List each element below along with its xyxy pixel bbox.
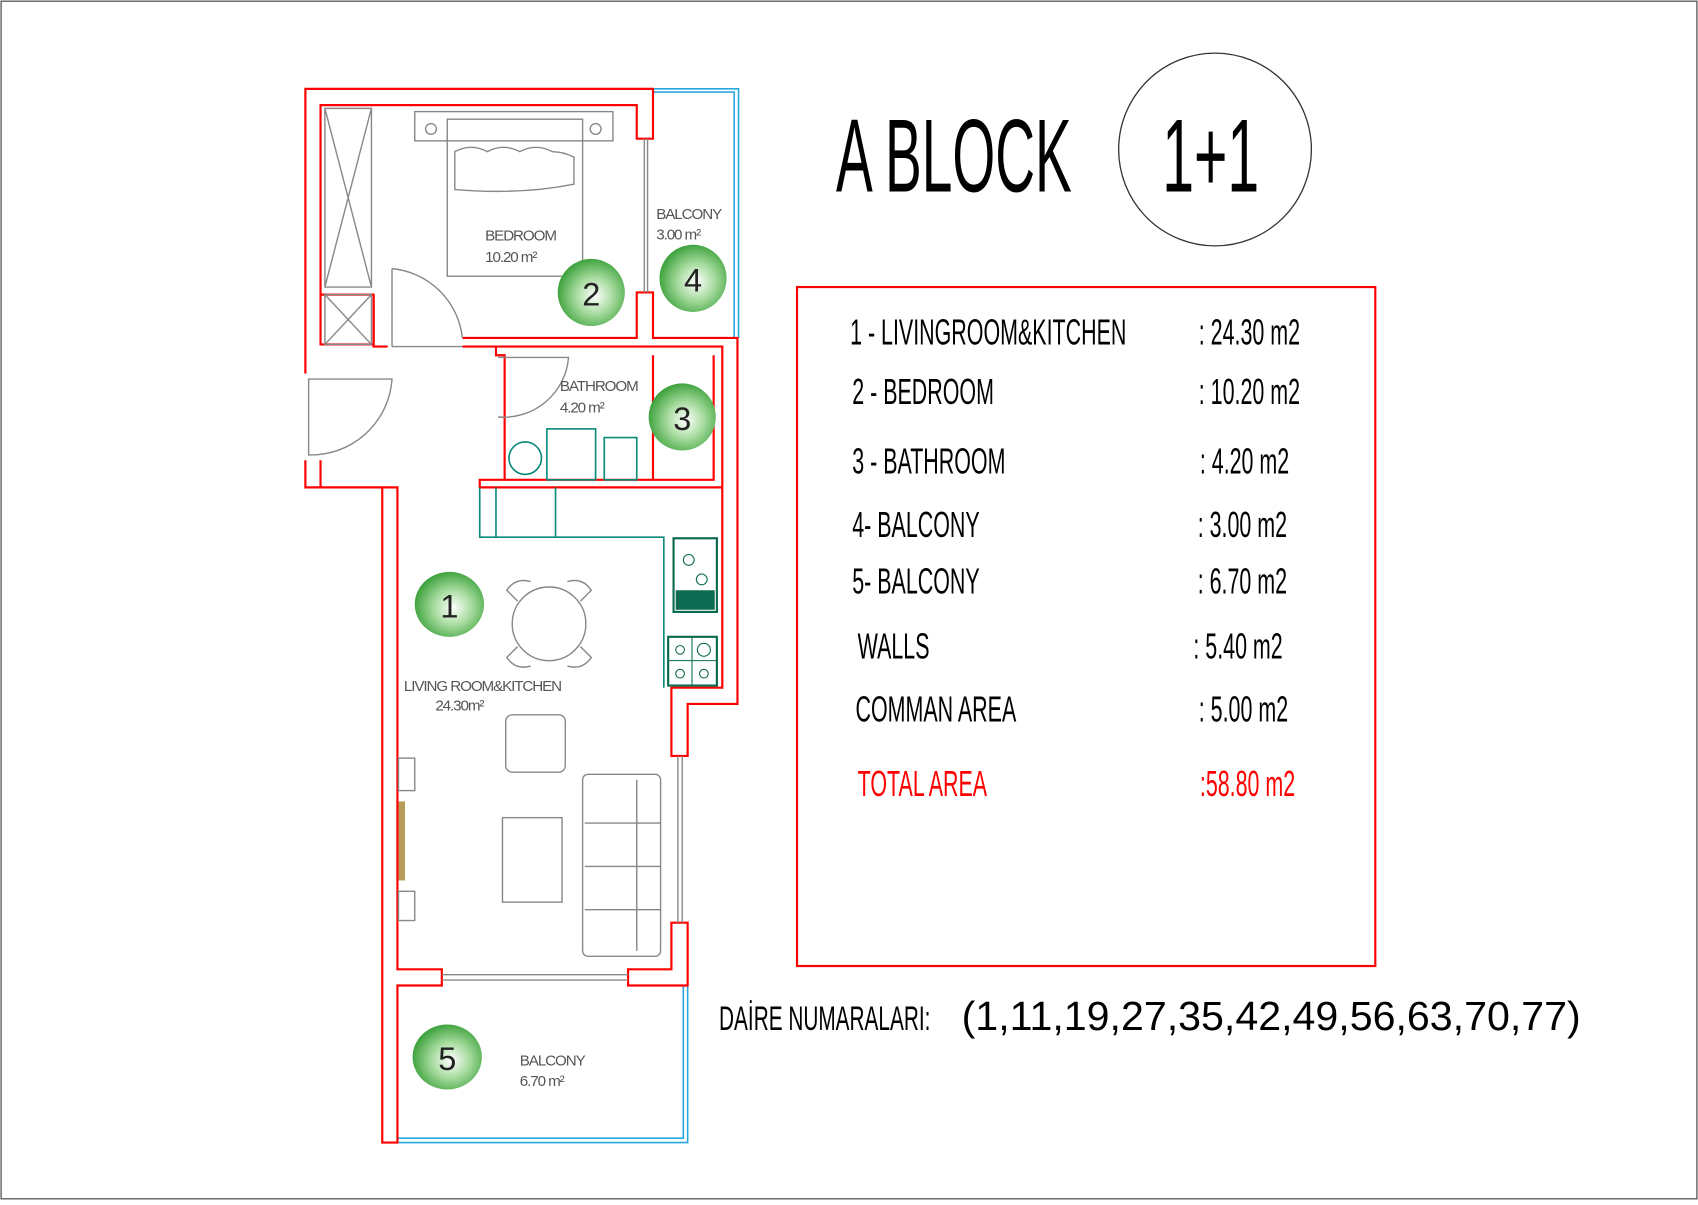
area-row-label: 2 - BEDROOM (852, 372, 994, 412)
wall-bottom-right (627, 921, 689, 987)
svg-text:5: 5 (438, 1041, 456, 1077)
area-row-value: : 4.20 m2 (1200, 442, 1289, 482)
bed (414, 110, 614, 277)
area-row-label: 3 - BATHROOM (852, 442, 1005, 482)
svg-text:2: 2 (582, 276, 600, 312)
area-row-value: : 10.20 m2 (1199, 372, 1300, 412)
windows (441, 138, 683, 981)
area-row-label: WALLS (858, 627, 930, 667)
room-name-balcony-5: BALCONY (520, 1053, 586, 1070)
room-area-bathroom: 4.20 m² (560, 400, 605, 417)
room-badge-3: 3 (648, 383, 716, 451)
wardrobe (324, 107, 373, 346)
sofa (581, 773, 662, 957)
area-table-box (795, 285, 1377, 968)
room-area-balcony-5: 6.70 m² (520, 1073, 565, 1090)
svg-text:3: 3 (673, 401, 691, 437)
coffee-table (501, 816, 563, 903)
area-row-label: 4- BALCONY (852, 506, 979, 546)
balcony-4-railing (652, 88, 740, 338)
block-title: A BLOCK (836, 98, 1072, 214)
area-row-value: : 5.40 m2 (1193, 627, 1282, 667)
room-name-bedroom: BEDROOM (485, 227, 556, 244)
unit-type: 1+1 (1162, 98, 1259, 214)
tv-unit (397, 757, 416, 922)
area-row-value: : 3.00 m2 (1198, 506, 1287, 546)
svg-text:1: 1 (440, 588, 458, 624)
area-table: 1 - LIVINGROOM&KITCHEN : 24.30 m2 2 - BE… (850, 313, 1300, 805)
bedroom-door (391, 267, 464, 348)
total-area-value: :58.80 m2 (1200, 764, 1295, 804)
room-badge-5: 5 (412, 1024, 482, 1090)
bathroom-door (498, 356, 570, 418)
armchair (505, 714, 566, 773)
room-name-bathroom: BATHROOM (560, 378, 638, 395)
svg-text:4: 4 (684, 262, 702, 298)
total-area-label: TOTAL AREA (858, 764, 988, 804)
entrance-door (307, 378, 393, 456)
room-name-living: LIVING ROOM&KITCHEN (404, 678, 561, 695)
area-row-label: COMMAN AREA (855, 690, 1016, 730)
unit-type-circle (1117, 52, 1313, 247)
room-area-bedroom: 10.20 m² (485, 249, 537, 266)
area-row-value: : 24.30 m2 (1199, 313, 1300, 353)
apartment-numbers-label: DAİRE NUMARALARI: (719, 998, 930, 1038)
wall-bedroom-bath (372, 291, 739, 758)
room-badge-1: 1 (414, 571, 485, 637)
room-area-balcony-4: 3.00 m² (656, 226, 701, 243)
bathroom-fixtures (508, 428, 638, 481)
balcony-5-railing (397, 985, 689, 1144)
room-badge-2: 2 (557, 258, 625, 327)
kitchen-counter (478, 487, 718, 688)
room-badge-4: 4 (659, 244, 727, 312)
area-row-label: 5- BALCONY (852, 562, 979, 602)
room-area-living: 24.30m² (435, 697, 484, 714)
area-row-value: : 6.70 m2 (1198, 562, 1287, 602)
area-row-label: 1 - LIVINGROOM&KITCHEN (850, 313, 1126, 353)
room-name-balcony-4: BALCONY (656, 206, 722, 223)
dining-table (505, 579, 593, 668)
area-row-value: : 5.00 m2 (1199, 690, 1288, 730)
floor-plan (304, 87, 740, 1144)
apartment-numbers-values: (1,11,19,27,35,42,49,56,63,70,77) (962, 993, 1581, 1039)
wall-left-living (304, 460, 443, 1144)
